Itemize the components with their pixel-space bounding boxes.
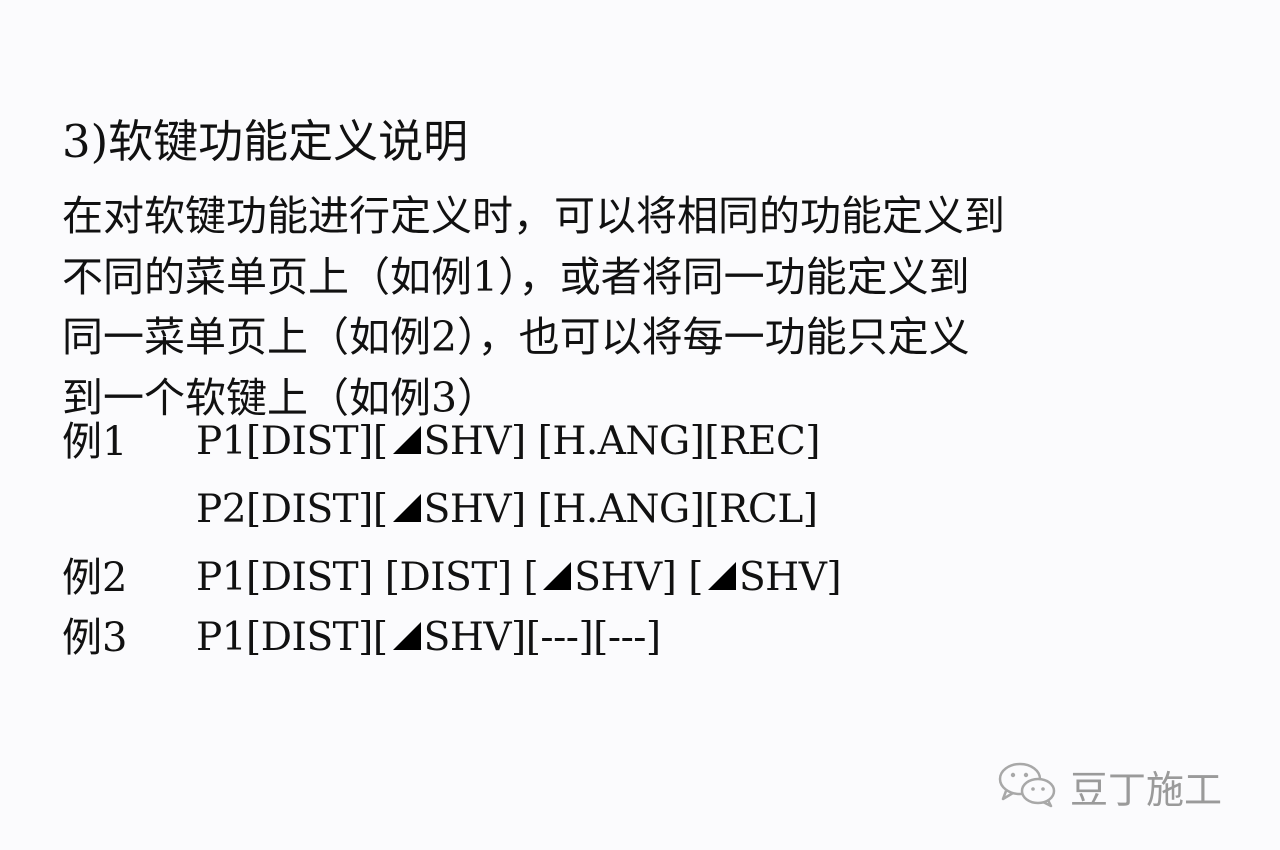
right-triangle-icon — [541, 560, 573, 592]
wechat-logo-icon — [996, 759, 1058, 813]
example-2-label: 例2 — [62, 555, 128, 601]
example-1-line-2: P2[DIST][ SHV] [H.ANG][RCL] — [196, 480, 818, 540]
example-3-line: P1[DIST][ SHV][---][---] — [196, 608, 661, 668]
description-paragraph: 在对软键功能进行定义时，可以将相同的功能定义到 不同的菜单页上（如例1），或者将… — [62, 186, 1162, 428]
example-text: SHV] [H.ANG][RCL] — [423, 487, 818, 532]
watermark-text: 豆丁施工 — [1070, 767, 1223, 812]
example-3-label: 例3 — [62, 615, 128, 661]
example-2-line: P1[DIST] [DIST] [ SHV] [ SHV] — [196, 548, 842, 608]
example-1-line-1: P1[DIST][ SHV] [H.ANG][REC] — [196, 412, 821, 472]
example-text: P1[DIST][ — [196, 419, 388, 464]
paragraph-line: 同一菜单页上（如例2），也可以将每一功能只定义 — [62, 313, 970, 361]
example-1-label: 例1 — [62, 419, 128, 465]
example-text: P2[DIST][ — [196, 487, 388, 532]
example-text: P1[DIST] [DIST] [ — [196, 555, 539, 600]
example-text: SHV] [H.ANG][REC] — [423, 419, 821, 464]
right-triangle-icon — [391, 620, 423, 652]
paragraph-line: 到一个软键上（如例3） — [62, 373, 499, 422]
right-triangle-icon — [391, 424, 423, 456]
watermark: 豆丁施工 — [996, 758, 1222, 814]
example-text: SHV][---][---] — [423, 615, 662, 660]
example-text: SHV] — [738, 555, 842, 600]
right-triangle-icon — [391, 492, 423, 524]
right-triangle-icon — [706, 560, 738, 592]
paragraph-line: 在对软键功能进行定义时，可以将相同的功能定义到 — [62, 192, 1005, 240]
example-text: P1[DIST][ — [196, 615, 388, 660]
section-heading: 3)软键功能定义说明 — [62, 115, 469, 168]
paragraph-line: 不同的菜单页上（如例1），或者将同一功能定义到 — [62, 252, 970, 301]
example-text: SHV] [ — [574, 555, 703, 600]
